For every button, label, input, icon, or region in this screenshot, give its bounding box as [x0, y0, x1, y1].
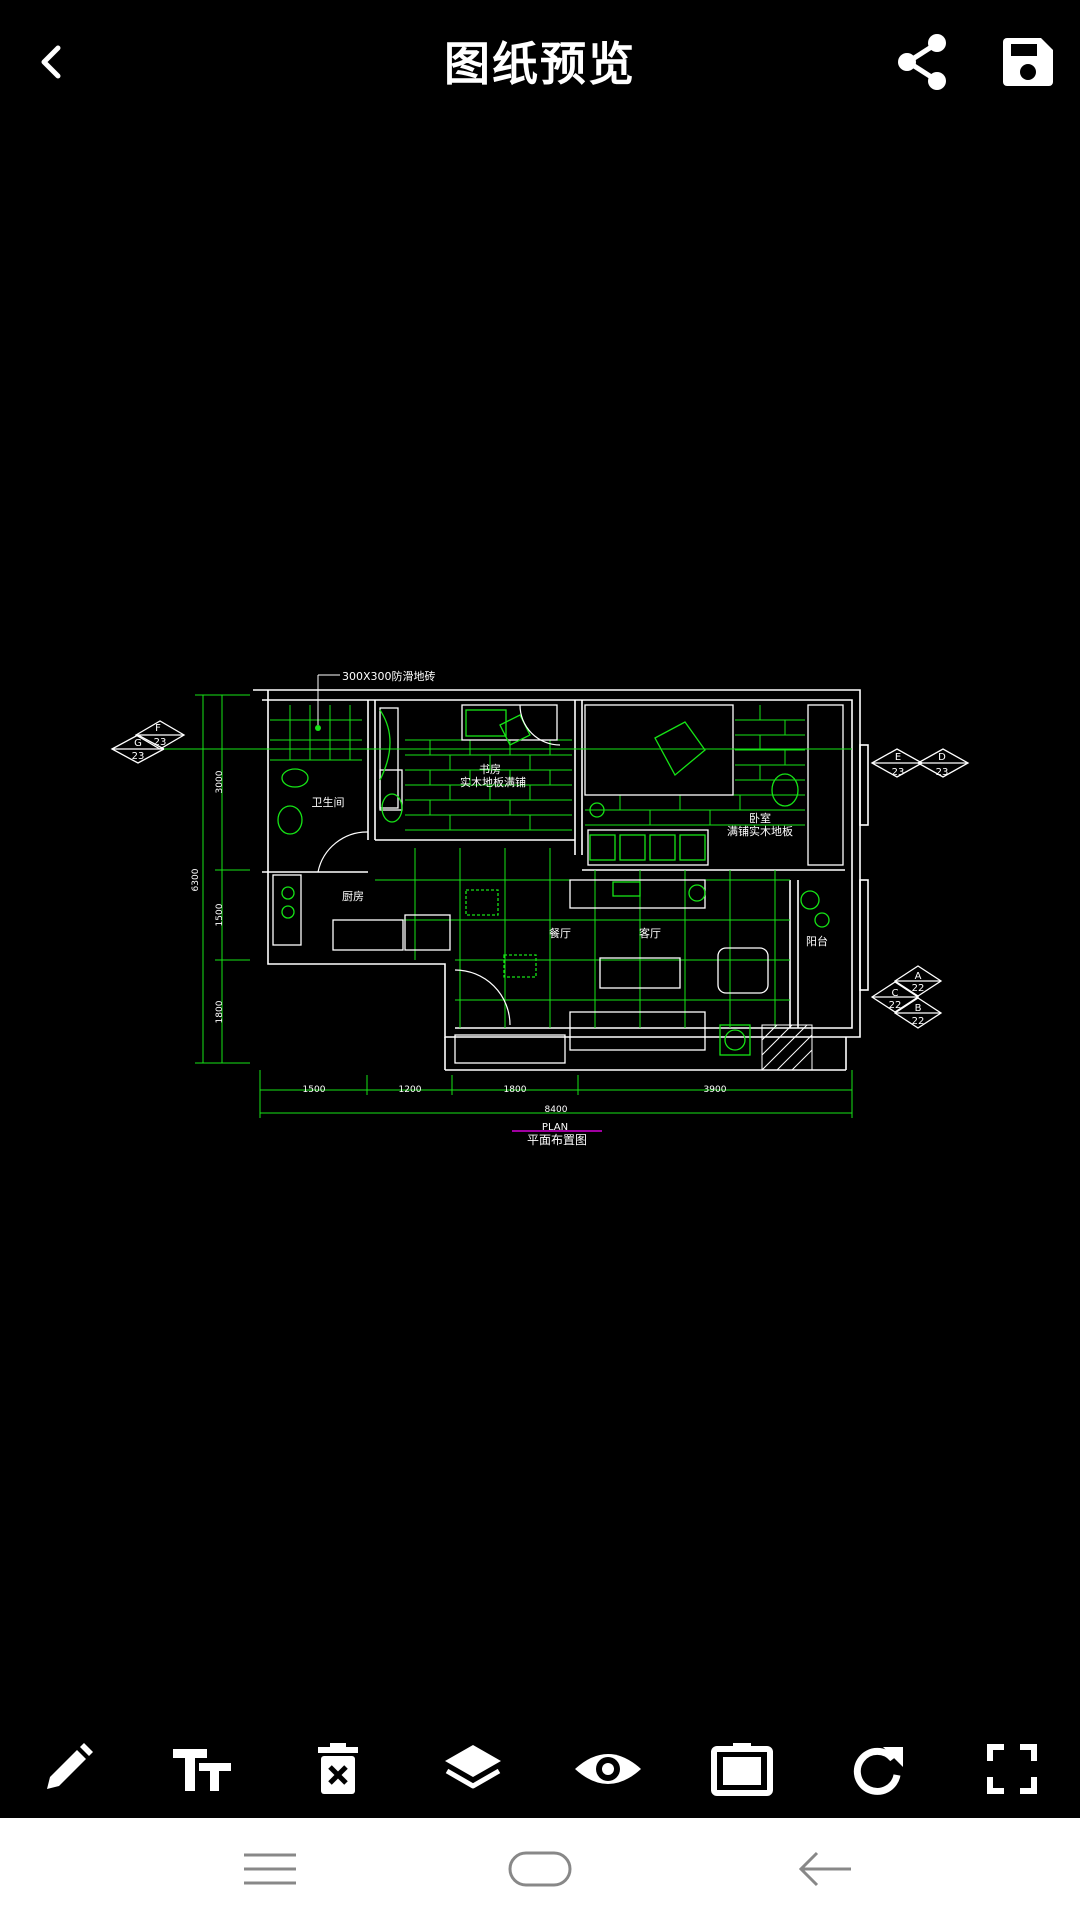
- marker-c: C: [892, 988, 899, 999]
- dim-bottom-3: 1800: [504, 1085, 527, 1095]
- layers-icon: [445, 1745, 501, 1789]
- room-label-bathroom: 卫生间: [312, 795, 345, 809]
- share-icon: [898, 34, 946, 90]
- fullscreen-icon: [987, 1744, 1037, 1794]
- app-header: 图纸预览: [0, 0, 1080, 125]
- drawing-canvas[interactable]: 300X300防滑地砖 卫生间 书房 实木地板满铺 卧室 满铺实木地板 厨房 餐…: [0, 125, 1080, 1718]
- menu-icon: [244, 1853, 296, 1885]
- section-marker-right-bottom: [870, 965, 943, 1029]
- section-marker-right-top: [870, 748, 970, 778]
- text-size-icon: [173, 1749, 231, 1791]
- home-button[interactable]: [495, 1836, 585, 1902]
- home-icon: [508, 1851, 572, 1887]
- pencil-icon: [47, 1743, 93, 1789]
- living-tile-grid: [375, 848, 790, 1028]
- bedroom-floor-pattern: [585, 705, 805, 826]
- rectangle-icon: [711, 1743, 773, 1796]
- room-label-bedroom: 卧室: [749, 811, 771, 825]
- dim-left-1: 3000: [215, 770, 225, 793]
- dim-bottom-1: 1500: [303, 1085, 326, 1095]
- room-label-living: 客厅: [639, 926, 661, 940]
- dim-total-width: 8400: [545, 1105, 568, 1115]
- plan-title: 平面布置图: [527, 1133, 587, 1147]
- marker-d-num: 23: [936, 767, 949, 778]
- dim-left-3: 1800: [215, 1000, 225, 1023]
- dim-bottom-4: 3900: [704, 1085, 727, 1095]
- system-navigation-bar: [0, 1818, 1080, 1920]
- eye-icon: [575, 1754, 641, 1784]
- back-arrow-icon: [798, 1851, 851, 1887]
- visibility-button[interactable]: [563, 1726, 653, 1812]
- share-button[interactable]: [882, 22, 962, 102]
- save-icon: [1003, 38, 1053, 86]
- section-marker-left: [110, 720, 852, 764]
- edit-toolbar: [0, 1718, 1080, 1818]
- tile-note: 300X300防滑地砖: [342, 669, 436, 683]
- dim-bottom-2: 1200: [399, 1085, 422, 1095]
- bathroom-tile-grid: [270, 705, 362, 761]
- frame-button[interactable]: [697, 1726, 787, 1812]
- marker-e: E: [895, 752, 901, 763]
- marker-e-num: 23: [892, 767, 905, 778]
- layers-button[interactable]: [428, 1726, 518, 1812]
- marker-left-left: G: [134, 738, 142, 749]
- redo-icon: [853, 1747, 903, 1795]
- marker-left-num2: 23: [132, 751, 145, 762]
- room-label-balcony: 阳台: [806, 934, 828, 948]
- hatched-area: [761, 1024, 813, 1071]
- marker-b-num: 22: [912, 1016, 925, 1027]
- marker-a: A: [915, 971, 922, 982]
- marker-c-num: 22: [889, 1000, 902, 1011]
- outer-wall: [253, 689, 861, 1038]
- fullscreen-button[interactable]: [967, 1726, 1057, 1812]
- room-label-dining: 餐厅: [549, 926, 571, 940]
- redo-button[interactable]: [832, 1726, 922, 1812]
- dim-total-height: 6300: [191, 868, 201, 891]
- study-floor-note: 实木地板满铺: [460, 775, 526, 789]
- marker-left-top: F: [155, 723, 161, 734]
- floor-plan-drawing: 300X300防滑地砖 卫生间 书房 实木地板满铺 卧室 满铺实木地板 厨房 餐…: [110, 669, 970, 1147]
- room-label-kitchen: 厨房: [342, 890, 364, 903]
- marker-a-num: 22: [912, 983, 925, 994]
- chevron-left-icon: [41, 45, 61, 79]
- marker-b: B: [915, 1003, 922, 1014]
- room-label-study: 书房: [479, 763, 501, 776]
- pencil-button[interactable]: [22, 1726, 112, 1812]
- text-size-button[interactable]: [157, 1726, 247, 1812]
- bedroom-floor-note: 满铺实木地板: [727, 824, 793, 838]
- marker-left-num1: 23: [154, 737, 167, 748]
- plan-label: PLAN: [542, 1122, 568, 1133]
- save-button[interactable]: [987, 22, 1067, 102]
- dim-left-2: 1500: [215, 903, 225, 926]
- marker-d: D: [938, 752, 946, 763]
- delete-icon: [318, 1743, 358, 1794]
- system-back-button[interactable]: [780, 1836, 870, 1902]
- back-button[interactable]: [12, 22, 92, 102]
- page-title: 图纸预览: [444, 37, 636, 91]
- delete-button[interactable]: [293, 1726, 383, 1812]
- study-floor-pattern: [405, 739, 572, 831]
- menu-button[interactable]: [225, 1836, 315, 1902]
